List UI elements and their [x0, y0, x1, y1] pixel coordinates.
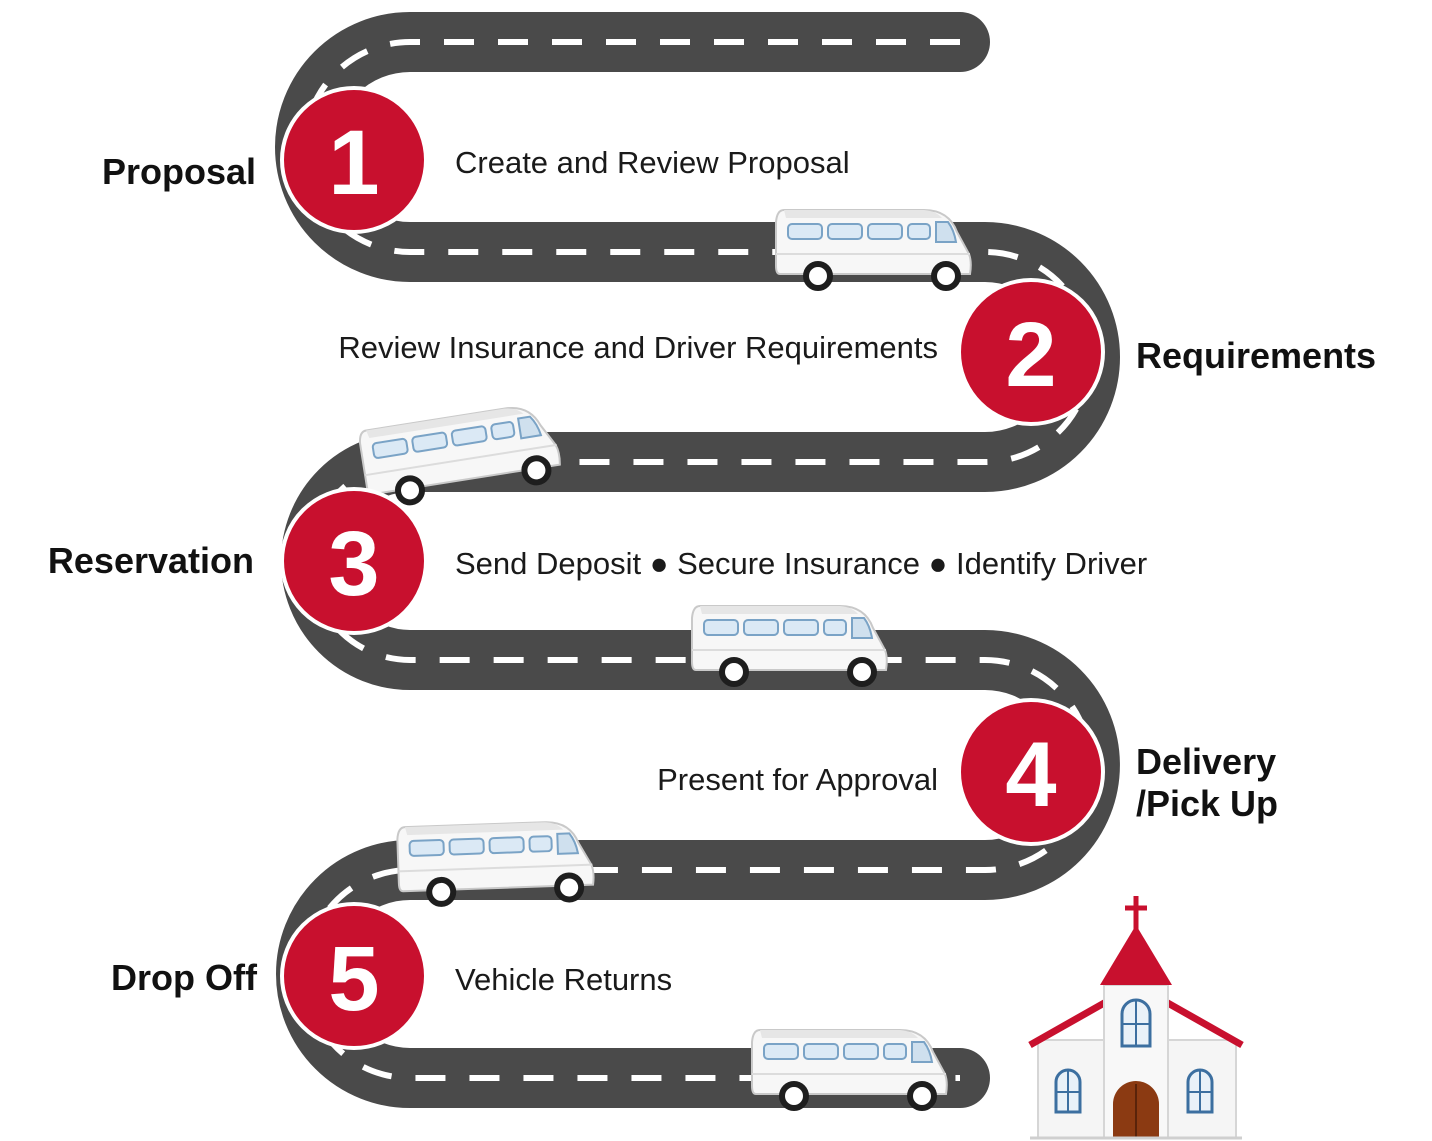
- road-center-dashes: [302, 39, 1093, 1081]
- step-label: Proposal: [102, 151, 256, 192]
- van-icon: [358, 401, 563, 509]
- step-description: Vehicle Returns: [455, 962, 672, 997]
- step-description: Send Deposit ● Secure Insurance ● Identi…: [455, 546, 1147, 581]
- step-1: 1 Proposal Create and Review Proposal: [102, 86, 850, 234]
- step-2: 2 Requirements Review Insurance and Driv…: [338, 278, 1376, 426]
- step-4: 4 Delivery /Pick Up Present for Approval: [657, 698, 1278, 846]
- step-description: Create and Review Proposal: [455, 145, 850, 180]
- step-badge: [957, 698, 1105, 846]
- step-label: Requirements: [1136, 335, 1376, 376]
- step-5: 5 Drop Off Vehicle Returns: [111, 902, 672, 1050]
- step-label: Reservation: [48, 540, 254, 581]
- step-badge: [280, 487, 428, 635]
- church-icon: [1028, 896, 1244, 1140]
- step-number: 4: [1005, 724, 1056, 826]
- step-description: Present for Approval: [657, 762, 938, 797]
- step-badge: [957, 278, 1105, 426]
- step-number: 1: [328, 112, 379, 214]
- step-label-line-2: /Pick Up: [1136, 783, 1278, 824]
- step-number: 3: [328, 513, 379, 615]
- step-description: Review Insurance and Driver Requirements: [338, 330, 938, 365]
- step-number: 2: [1005, 304, 1056, 406]
- step-number: 5: [328, 928, 379, 1030]
- step-badge: [280, 902, 428, 1050]
- step-badge: [280, 86, 428, 234]
- step-3: 3 Reservation Send Deposit ● Secure Insu…: [48, 487, 1147, 635]
- step-label-line-1: Delivery: [1136, 741, 1276, 782]
- step-label: Drop Off: [111, 957, 258, 998]
